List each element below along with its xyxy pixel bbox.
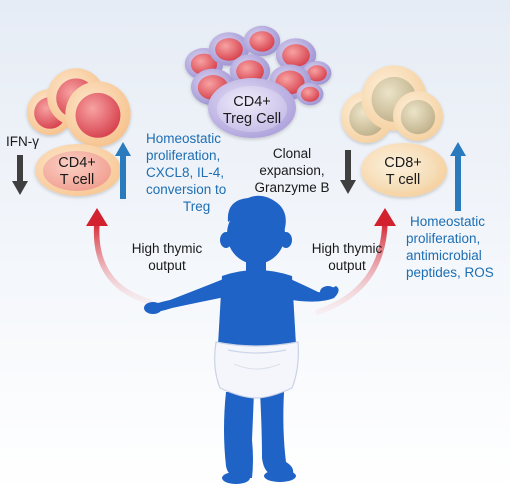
cd4-effect-line: Homeostatic xyxy=(146,131,221,146)
child-hair xyxy=(227,195,286,232)
treg-cell xyxy=(243,25,281,57)
child-foot-right xyxy=(264,470,296,482)
cd8-effect-line: proliferation, xyxy=(406,231,480,246)
ifn-gamma-label: IFN-γ xyxy=(6,134,39,149)
child-foot-left xyxy=(222,472,250,484)
cd8-t-cell xyxy=(361,143,447,197)
cd4-t-cell xyxy=(35,144,121,196)
treg-labeled-cell-inner xyxy=(217,86,287,132)
cd4-large-cell xyxy=(65,81,131,147)
cd8-front-cell xyxy=(393,91,443,141)
treg-effects-text: Clonal expansion, Granzyme B xyxy=(254,146,329,195)
child-leg-right xyxy=(260,392,294,476)
left-thymic-label: High thymic output xyxy=(132,241,203,273)
child-leg-left xyxy=(224,392,254,478)
child-hand-right xyxy=(320,286,336,298)
child-ear-right xyxy=(280,232,292,248)
child-torso xyxy=(218,270,296,349)
cd4-up-arrow xyxy=(115,142,131,199)
child-silhouette xyxy=(144,195,339,484)
cd4-effect-line: Treg xyxy=(183,199,210,214)
right-thymic-arc xyxy=(315,208,396,315)
treg-cell-label-line2: Treg Cell xyxy=(223,111,281,127)
thymic-label-line: output xyxy=(148,258,186,273)
cd8-effect-line: peptides, ROS xyxy=(406,265,494,280)
child-diaper xyxy=(214,341,299,399)
cd8-t-cell-inner xyxy=(369,151,437,191)
cd8-effects-text: Homeostatic proliferation, antimicrobial… xyxy=(406,214,494,280)
cd8-down-arrow xyxy=(340,150,356,194)
cd4-effect-line: conversion to xyxy=(146,182,226,197)
cd8-effect-line: antimicrobial xyxy=(406,248,482,263)
cd4-effect-line: proliferation, xyxy=(146,148,220,163)
treg-labeled-cell xyxy=(208,78,296,138)
left-thymic-arc xyxy=(86,208,153,305)
cd8-t-cell-label-line2: T cell xyxy=(386,172,420,188)
child-arm-left xyxy=(148,278,230,312)
treg-effect-line: Clonal xyxy=(273,146,311,161)
treg-cell-label-line1: CD4+ xyxy=(233,94,270,110)
cd8-t-cell-label-line1: CD8+ xyxy=(384,155,421,171)
cd4-effects-text: Homeostatic proliferation, CXCL8, IL-4, … xyxy=(146,131,226,214)
cd4-t-cell-label-line2: T cell xyxy=(60,172,94,188)
ifn-gamma-down-arrow xyxy=(12,155,28,195)
thymic-label-line: High thymic xyxy=(312,241,383,256)
child-hand-left xyxy=(144,302,162,314)
right-thymic-label: High thymic output xyxy=(312,241,383,273)
cd4-t-cell-label-line1: CD4+ xyxy=(58,155,95,171)
thymic-label-line: High thymic xyxy=(132,241,203,256)
thymic-label-line: output xyxy=(328,258,366,273)
child-head xyxy=(227,204,285,264)
treg-effect-line: Granzyme B xyxy=(254,180,329,195)
treg-effect-line: expansion, xyxy=(259,163,324,178)
child-neck xyxy=(246,258,266,272)
cd4-t-cell-inner xyxy=(43,151,111,191)
child-ear-left xyxy=(220,232,232,248)
cd4-effect-line: CXCL8, IL-4, xyxy=(146,165,224,180)
cd8-up-arrow xyxy=(450,142,466,211)
treg-cell xyxy=(296,82,324,106)
cd8-effect-line: Homeostatic xyxy=(410,214,485,229)
